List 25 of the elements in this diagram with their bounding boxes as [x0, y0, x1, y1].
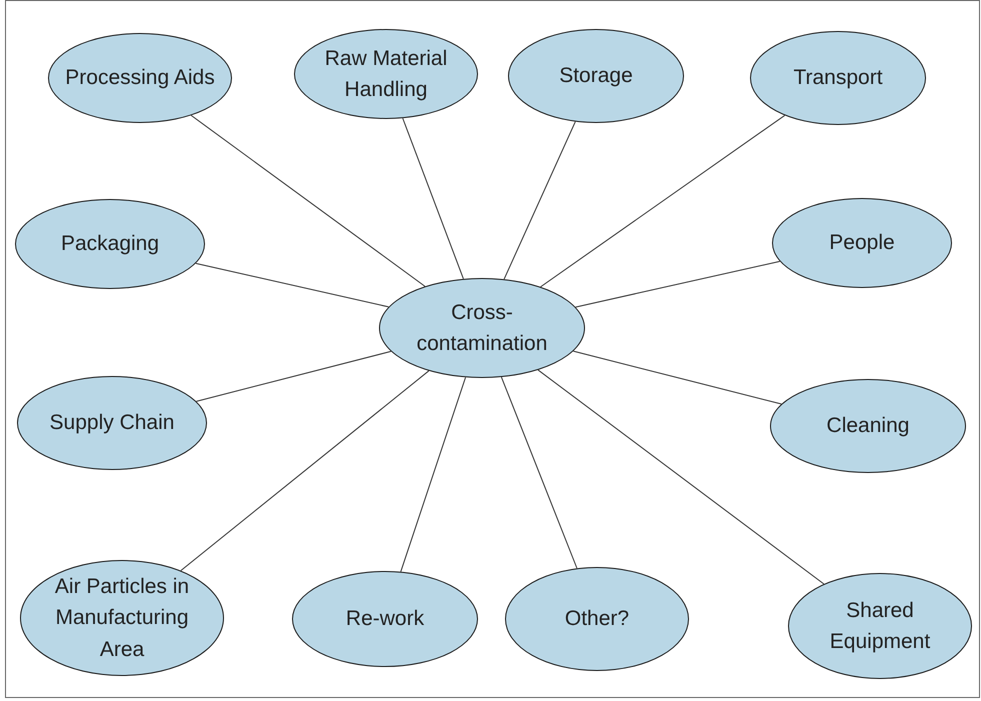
node-label: Packaging: [60, 231, 160, 258]
node-label: Transport: [792, 65, 884, 92]
node-label: Shared Equipment: [828, 598, 932, 655]
node-label: Other?: [564, 606, 630, 632]
node-label: Processing Aids: [64, 65, 216, 92]
node-label: People: [828, 230, 896, 256]
connector-line: [180, 370, 430, 572]
node-label: Supply Chain: [48, 410, 176, 436]
connector-line: [540, 114, 786, 288]
node-label: Storage: [558, 63, 634, 90]
node-label: Raw Material Handling: [324, 46, 448, 103]
connector-line: [572, 350, 782, 404]
connector-line: [500, 376, 578, 569]
connector-line: [195, 262, 390, 308]
connector-line: [575, 260, 780, 308]
connector-line: [190, 114, 426, 287]
node-label: Cross-contamination: [416, 300, 548, 357]
node-label: Cleaning: [826, 413, 910, 440]
connector-line: [538, 369, 824, 584]
node-label: Re-work: [344, 606, 426, 632]
connector-line: [504, 121, 576, 280]
connector-line: [400, 376, 466, 572]
node-label: Air Particles in Manufacturing Area: [54, 574, 190, 663]
connector-line: [402, 118, 464, 280]
connector-line: [196, 350, 392, 402]
